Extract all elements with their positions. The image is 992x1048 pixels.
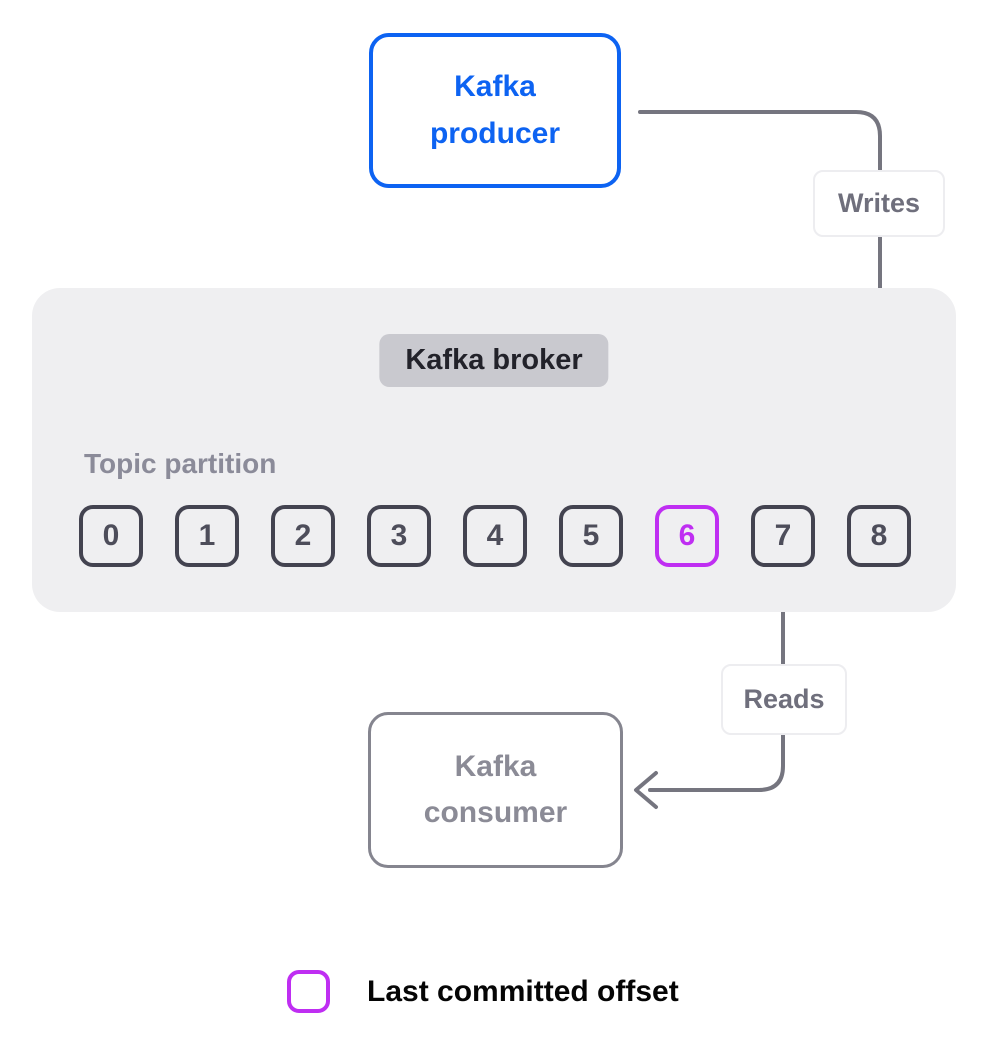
legend-label: Last committed offset <box>367 974 679 1008</box>
reads-flow-label: Reads <box>721 664 847 735</box>
partition-row: 0 1 2 3 4 5 6 7 8 <box>79 505 911 567</box>
kafka-producer-node: Kafka producer <box>369 33 621 188</box>
kafka-broker-container: Kafka broker Topic partition 0 1 2 3 4 5… <box>32 288 956 612</box>
partition-6-last-committed-offset: 6 <box>655 505 719 567</box>
partition-7: 7 <box>751 505 815 567</box>
topic-partition-title: Topic partition <box>84 448 277 479</box>
kafka-broker-badge: Kafka broker <box>379 334 609 387</box>
kafka-producer-label: Kafka producer <box>429 70 561 150</box>
last-committed-offset-swatch <box>287 970 330 1013</box>
partition-3: 3 <box>367 505 431 567</box>
partition-2: 2 <box>271 505 335 567</box>
partition-0: 0 <box>79 505 143 567</box>
partition-8: 8 <box>847 505 911 567</box>
partition-1: 1 <box>175 505 239 567</box>
legend: Last committed offset <box>287 970 679 1013</box>
reads-flow-label-text: Reads <box>743 684 825 714</box>
kafka-consumer-node: Kafka consumer <box>368 712 623 868</box>
writes-flow-label-text: Writes <box>837 188 921 218</box>
writes-flow-label: Writes <box>813 170 945 237</box>
partition-4: 4 <box>463 505 527 567</box>
kafka-consumer-label: Kafka consumer <box>423 749 568 830</box>
partition-5: 5 <box>559 505 623 567</box>
